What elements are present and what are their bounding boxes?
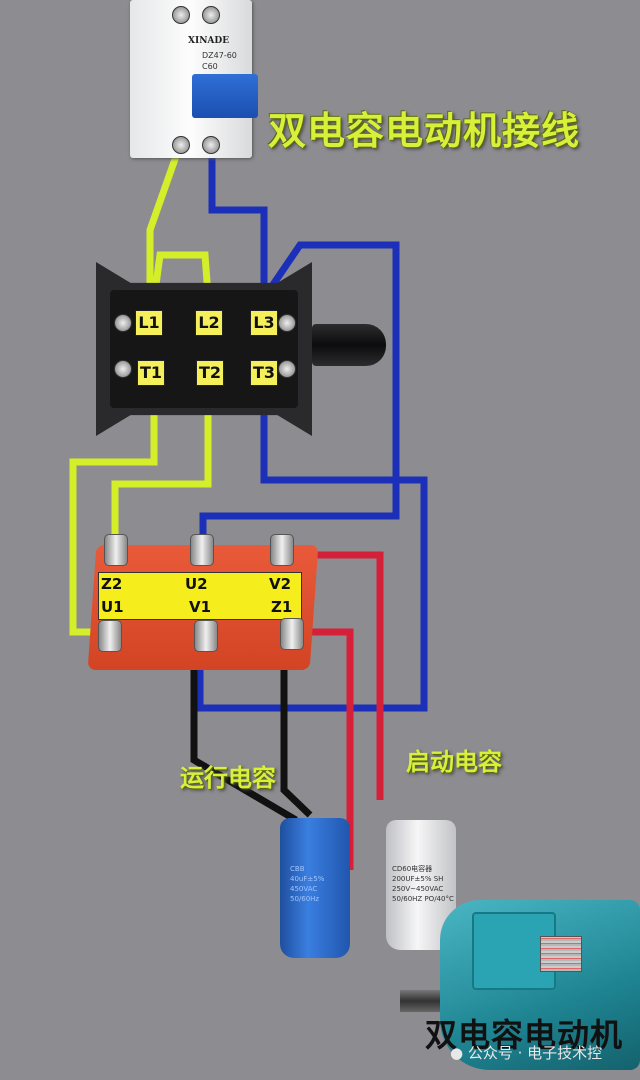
terminal-stud-z2 bbox=[104, 534, 128, 566]
breaker-screw-icon bbox=[172, 136, 190, 154]
terminal-stud-z1 bbox=[280, 618, 304, 650]
screw-icon bbox=[278, 360, 296, 378]
start-cap-type: CD60电容器 bbox=[392, 865, 433, 873]
wire-l3-to-u2 bbox=[199, 241, 400, 545]
terminal-stud-v1 bbox=[194, 620, 218, 652]
breaker-screw-icon bbox=[202, 6, 220, 24]
run-cap-marking: CBB 40uF±5% 450VAC 50/60Hz bbox=[290, 864, 324, 904]
breaker-model: DZ47-60 C60 bbox=[202, 50, 237, 72]
terminal-stud-u2 bbox=[190, 534, 214, 566]
wire-v1-to-run-cap bbox=[190, 645, 298, 824]
terminal-t1: T1 bbox=[137, 360, 165, 386]
breaker-brand: XINADE bbox=[188, 36, 230, 46]
wire-l1-l2-jumper bbox=[151, 251, 212, 296]
label-u2: U2 bbox=[185, 575, 208, 593]
motor-terminal-label-strip: Z2 U2 V2 U1 V1 Z1 bbox=[98, 572, 302, 620]
motor-nameplate bbox=[540, 936, 582, 972]
start-cap-marking: CD60电容器 200UF±5% SH 250V~450VAC 50/60HZ … bbox=[392, 864, 454, 904]
motor-shaft bbox=[400, 990, 448, 1012]
start-capacitor-label: 启动电容 bbox=[406, 748, 502, 776]
run-cap-type: CBB bbox=[290, 865, 305, 873]
terminal-l1: L1 bbox=[135, 310, 163, 336]
screw-icon bbox=[114, 360, 132, 378]
wire-breaker-to-l1 bbox=[146, 143, 184, 295]
terminal-stud-v2 bbox=[270, 534, 294, 566]
wire-t2-to-z2 bbox=[111, 400, 212, 545]
watermark-text: 公众号 · 电子技术控 bbox=[467, 1044, 603, 1062]
run-capacitor: CBB 40uF±5% 450VAC 50/60Hz bbox=[280, 818, 350, 958]
wire-v2-to-start-cap bbox=[290, 551, 384, 800]
start-cap-voltage: 250V~450VAC bbox=[392, 885, 444, 893]
circuit-breaker: XINADE DZ47-60 C60 bbox=[130, 0, 258, 158]
breaker-toggle-lever bbox=[192, 74, 258, 118]
start-cap-frequency: 50/60HZ PO/40°C bbox=[392, 895, 454, 903]
label-u1: U1 bbox=[101, 598, 124, 616]
label-v2: V2 bbox=[269, 575, 292, 593]
start-cap-capacitance: 200UF±5% SH bbox=[392, 875, 444, 883]
run-capacitor-label: 运行电容 bbox=[180, 764, 276, 792]
breaker-rating: C60 bbox=[202, 62, 218, 71]
wire-t3-to-v1 bbox=[196, 400, 428, 712]
motor-caption: 双电容电动机 bbox=[425, 1016, 624, 1054]
terminal-t3: T3 bbox=[250, 360, 278, 386]
breaker-screw-icon bbox=[202, 136, 220, 154]
run-cap-frequency: 50/60Hz bbox=[290, 895, 320, 903]
diagram-title: 双电容电动机接线 bbox=[268, 109, 581, 153]
breaker-model-number: DZ47-60 bbox=[202, 51, 237, 60]
wire-z1-to-start-cap bbox=[296, 628, 354, 870]
terminal-l2: L2 bbox=[195, 310, 223, 336]
wire-z1-to-run-cap bbox=[280, 645, 313, 818]
switch-rotary-knob bbox=[312, 324, 386, 366]
label-z1: Z1 bbox=[271, 598, 293, 616]
watermark: ● 公众号 · 电子技术控 bbox=[450, 1042, 602, 1063]
label-z2: Z2 bbox=[101, 575, 123, 593]
screw-icon bbox=[114, 314, 132, 332]
terminal-stud-u1 bbox=[98, 620, 122, 652]
breaker-screw-icon bbox=[172, 6, 190, 24]
label-v1: V1 bbox=[189, 598, 212, 616]
terminal-l3: L3 bbox=[250, 310, 278, 336]
terminal-t2: T2 bbox=[196, 360, 224, 386]
wire-t1-to-u1 bbox=[69, 400, 158, 636]
run-cap-voltage: 450VAC bbox=[290, 885, 318, 893]
screw-icon bbox=[278, 314, 296, 332]
wire-breaker-to-l3 bbox=[208, 145, 268, 295]
run-cap-capacitance: 40uF±5% bbox=[290, 875, 325, 883]
wechat-icon: ● bbox=[450, 1044, 464, 1062]
reversing-switch-terminal-block: L1 L2 L3 T1 T2 T3 bbox=[110, 290, 298, 408]
